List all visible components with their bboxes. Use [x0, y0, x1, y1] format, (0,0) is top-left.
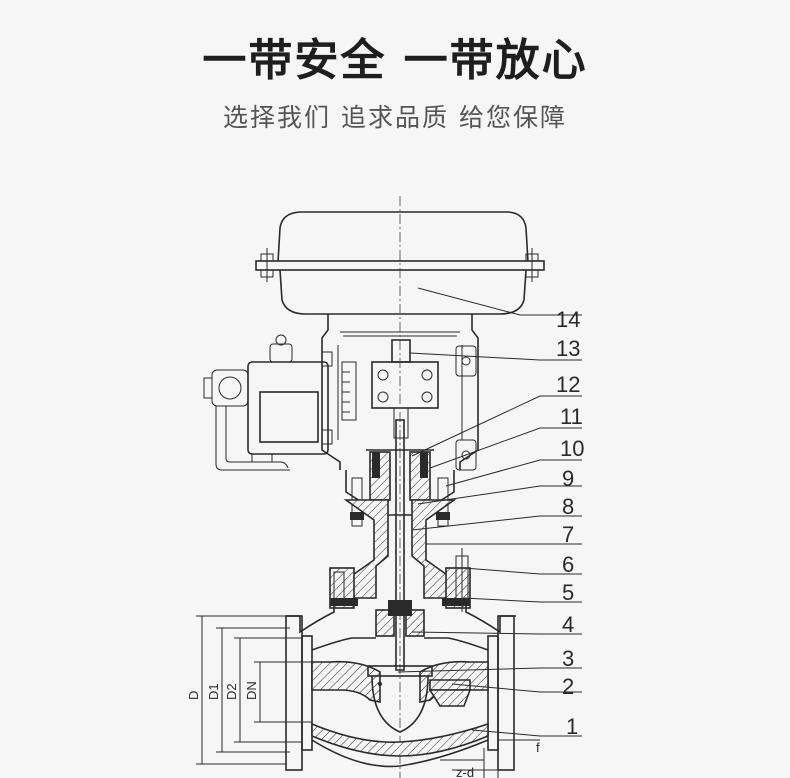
dimension-lines: [196, 615, 540, 778]
dim-label-D: D: [186, 691, 201, 700]
guide-bushing: [375, 600, 425, 637]
part-label-4: 4: [562, 612, 574, 637]
part-label-5: 5: [562, 580, 574, 605]
dim-label-DN: DN: [244, 681, 259, 700]
bonnet: [329, 499, 471, 612]
page-title: 一带安全 一带放心: [202, 35, 588, 86]
part-label-11: 11: [560, 404, 583, 429]
dim-label-D2: D2: [224, 683, 239, 700]
stem-connector: [371, 339, 439, 439]
part-label-3: 3: [562, 646, 574, 671]
part-label-8: 8: [562, 494, 574, 519]
dim-label-D1: D1: [206, 683, 221, 700]
dim-label-z-d: z-d: [456, 765, 474, 778]
part-number-labels: 14 13 12 11 10 9 8 7 6 5 4 3 2 1: [556, 307, 584, 739]
leader-lines: [397, 287, 582, 737]
part-label-10: 10: [560, 436, 584, 461]
part-label-13: 13: [556, 336, 580, 361]
valve-body: [285, 606, 516, 771]
part-label-2: 2: [562, 674, 574, 699]
part-label-6: 6: [562, 552, 574, 577]
part-label-12: 12: [556, 372, 580, 397]
part-label-9: 9: [562, 466, 574, 491]
dim-label-f: f: [536, 740, 540, 755]
actuator-bolt-left: [260, 248, 274, 282]
part-label-14: 14: [556, 307, 580, 332]
dimension-labels: D D1 D2 DN f z-d: [186, 681, 540, 778]
yoke-bracket: [321, 314, 479, 471]
actuator-bolt-right: [525, 248, 539, 282]
valve-positioner: [203, 334, 333, 471]
valve-stem: [395, 196, 405, 778]
page-subtitle: 选择我们 追求品质 给您保障: [223, 103, 567, 132]
part-label-7: 7: [562, 522, 574, 547]
part-label-1: 1: [566, 714, 578, 739]
